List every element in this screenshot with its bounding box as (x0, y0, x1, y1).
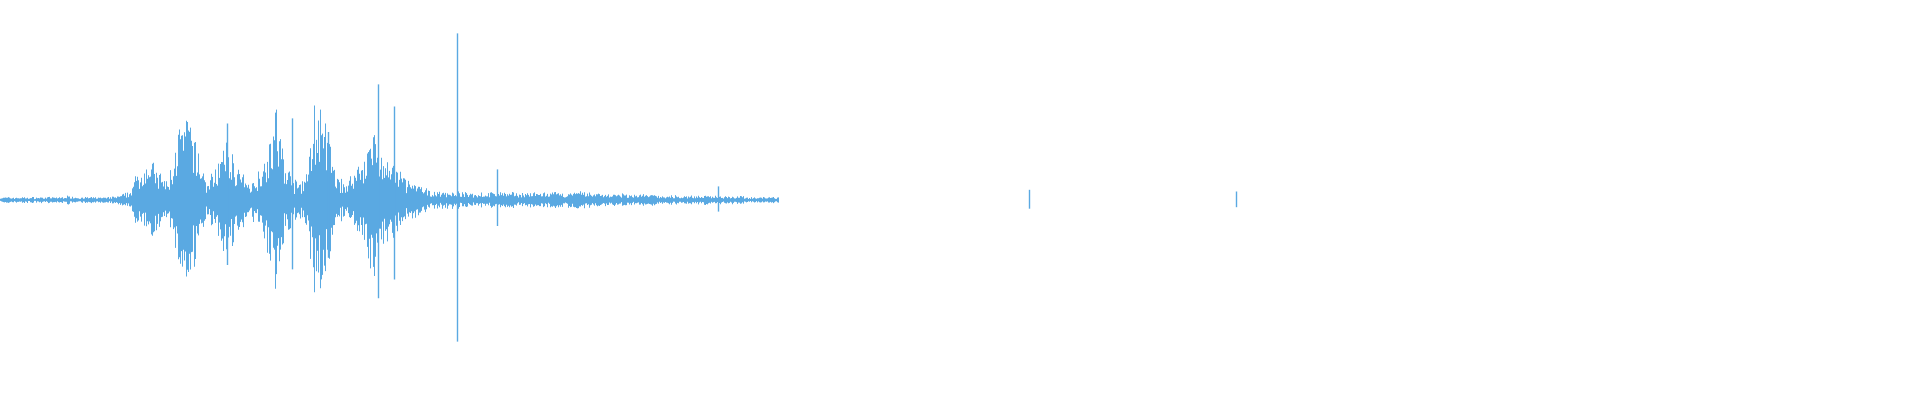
waveform-body (0, 105, 779, 293)
